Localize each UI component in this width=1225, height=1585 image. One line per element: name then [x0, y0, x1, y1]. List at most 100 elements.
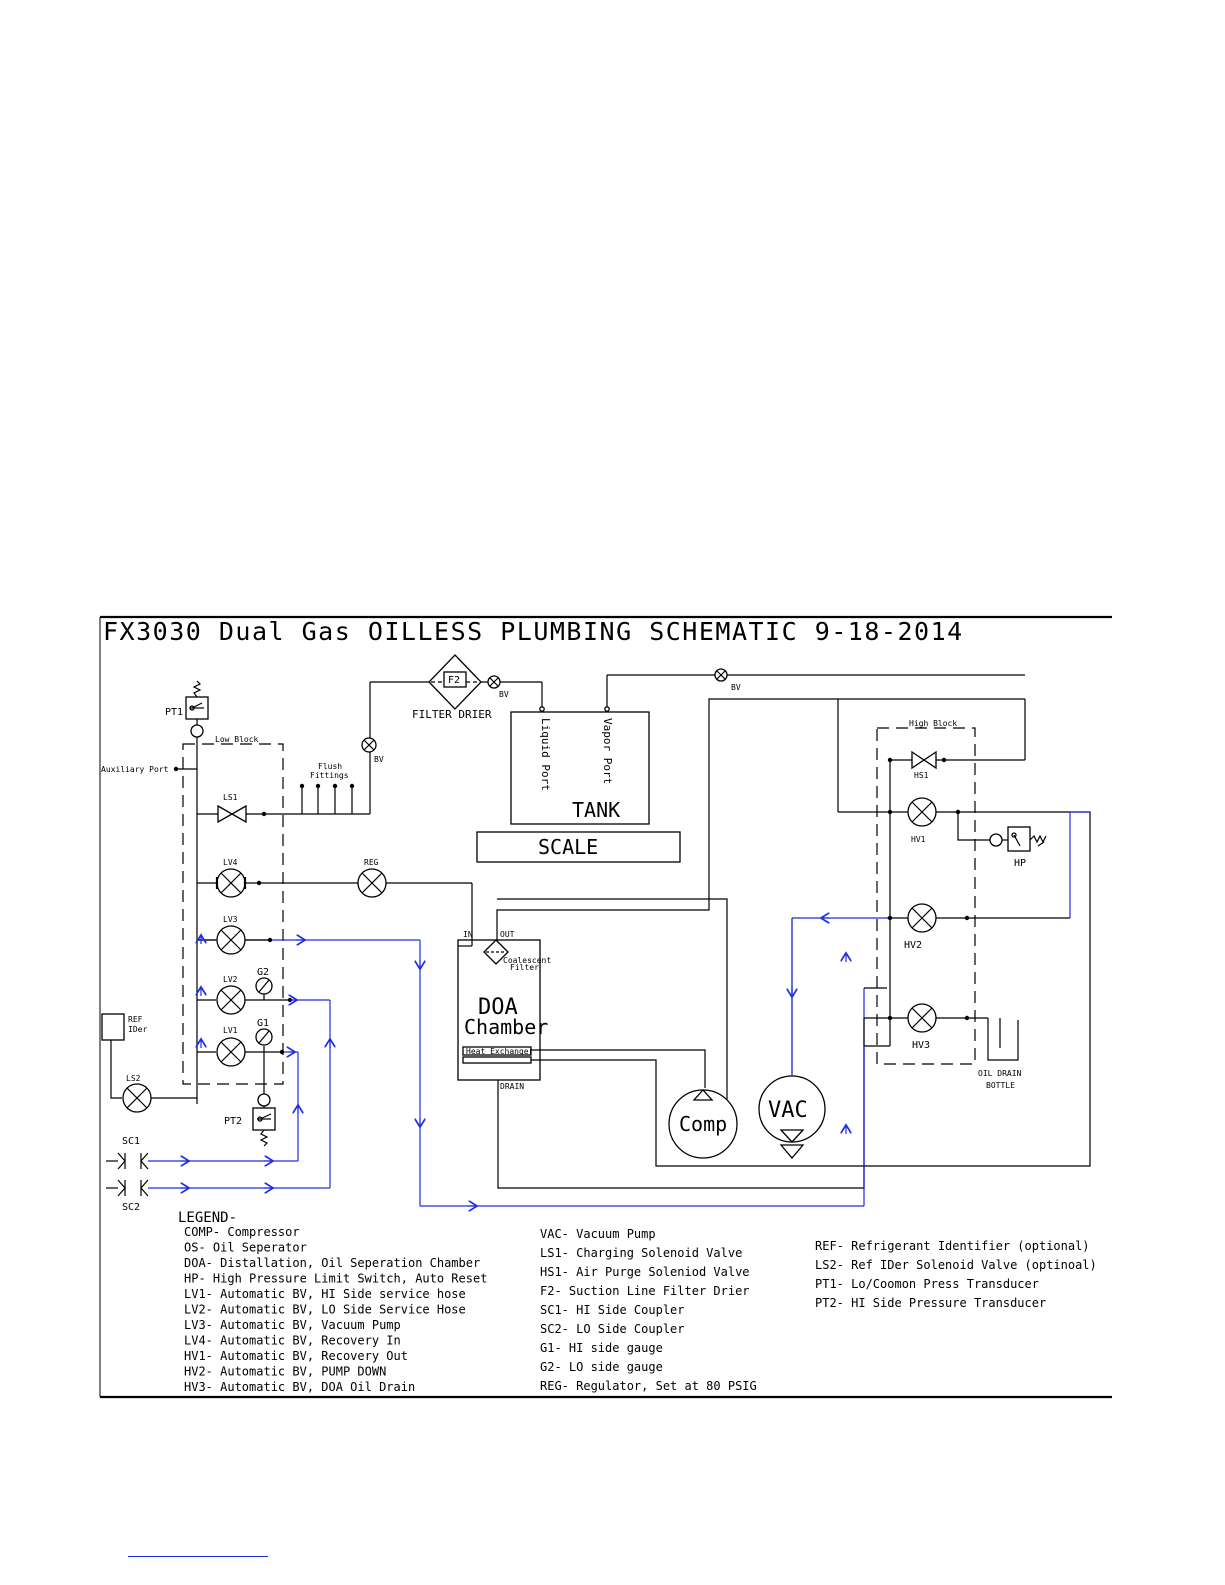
doa-chamber — [457, 939, 541, 1081]
liquid-port-label: Liquid Port — [539, 718, 552, 791]
tank — [510, 711, 650, 825]
hs1-label: HS1 — [914, 771, 929, 780]
coalescent-label-1: Coalescent — [503, 956, 551, 965]
coalescent-label-2: Filter — [510, 963, 539, 972]
g1-gauge — [255, 1028, 273, 1046]
legend-entry: HV2- Automatic BV, PUMP DOWN — [184, 1365, 386, 1379]
hv1-label: HV1 — [911, 835, 926, 844]
ls2-valve — [122, 1083, 152, 1113]
filter-drier-label: FILTER DRIER — [412, 708, 492, 721]
ref-label-2: IDer — [128, 1025, 147, 1034]
hp-limit-switch — [989, 826, 1047, 852]
legend-entry: G2- LO side gauge — [540, 1360, 663, 1374]
scale-label: SCALE — [538, 835, 598, 859]
legend-entry: F2- Suction Line Filter Drier — [540, 1284, 750, 1298]
low-block-boundary — [182, 743, 284, 1085]
sc1-label: SC1 — [122, 1136, 140, 1147]
sc2-label: SC2 — [122, 1202, 140, 1213]
legend-entry: HS1- Air Purge Soleniod Valve — [540, 1265, 750, 1279]
legend-entry: LV1- Automatic BV, HI Side service hose — [184, 1287, 466, 1301]
hs1-valve — [911, 750, 937, 770]
flush-label-2: Fittings — [310, 771, 349, 780]
pt2-label: PT2 — [224, 1116, 242, 1127]
out-label: OUT — [500, 930, 515, 939]
compressor — [668, 1089, 738, 1159]
legend-entry: SC2- LO Side Coupler — [540, 1322, 685, 1336]
legend-entry: PT1- Lo/Coomon Press Transducer — [815, 1277, 1039, 1291]
g2-gauge — [255, 977, 273, 995]
vac-label: VAC — [768, 1098, 808, 1123]
hv3-label: HV3 — [912, 1040, 930, 1051]
pt1-label: PT1 — [165, 707, 183, 718]
ls2-label: LS2 — [126, 1074, 141, 1083]
legend-entry: VAC- Vacuum Pump — [540, 1227, 656, 1241]
lv3-valve — [216, 925, 246, 955]
legend-entry: SC1- HI Side Coupler — [540, 1303, 685, 1317]
doa-label-2: Chamber — [464, 1015, 548, 1039]
legend-entry: LV2- Automatic BV, LO Side Service Hose — [184, 1303, 466, 1317]
vapor-port-label: Vapor Port — [601, 718, 614, 784]
legend-entry: REG- Regulator, Set at 80 PSIG — [540, 1379, 757, 1393]
hv2-label: HV2 — [904, 940, 922, 951]
schematic-title: FX3030 Dual Gas OILLESS PLUMBING SCHEMAT… — [103, 617, 964, 646]
high-block-boundary — [876, 727, 976, 1065]
bv-right-label: BV — [731, 683, 741, 692]
scale — [476, 831, 681, 863]
ls1-valve — [217, 804, 247, 824]
bv-left-valve — [361, 737, 377, 753]
legend-column-3: REF- Refrigerant Identifier (optional) LS… — [815, 1239, 1097, 1310]
footer-link-underline — [128, 1556, 268, 1557]
ref-label-1: REF — [128, 1015, 143, 1024]
bv-right-valve — [714, 668, 728, 682]
reg-regulator — [357, 868, 387, 898]
hv2-valve — [907, 903, 937, 933]
legend-entry: COMP- Compressor — [184, 1225, 300, 1239]
flow-arrows-left — [180, 936, 846, 1206]
legend-entry: DOA- Distallation, Oil Seperation Chambe… — [184, 1256, 480, 1270]
g2-label: G2 — [257, 967, 269, 978]
low-block-label: Low Block — [215, 735, 259, 744]
ref-ider — [101, 1013, 125, 1041]
lv3-label: LV3 — [223, 915, 238, 924]
legend-heading: LEGEND- — [178, 1210, 237, 1226]
legend-entry: REF- Refrigerant Identifier (optional) — [815, 1239, 1090, 1253]
pt1-transducer — [185, 680, 209, 738]
ls1-label: LS1 — [223, 793, 238, 802]
hp-label: HP — [1014, 858, 1026, 869]
tank-label: TANK — [572, 798, 620, 822]
lv2-valve — [216, 985, 246, 1015]
drain-label: DRAIN — [500, 1082, 524, 1091]
high-block-label: High Block — [909, 719, 957, 728]
legend-entry: PT2- HI Side Pressure Transducer — [815, 1296, 1046, 1310]
legend-entry: LS2- Ref IDer Solenoid Valve (optinoal) — [815, 1258, 1097, 1272]
f2-filter-drier — [428, 654, 482, 710]
legend-entry: LV3- Automatic BV, Vacuum Pump — [184, 1318, 401, 1332]
lv4-label: LV4 — [223, 858, 238, 867]
sc2-coupler — [106, 1179, 149, 1197]
legend-entry: LS1- Charging Solenoid Valve — [540, 1246, 742, 1260]
lv1-valve — [216, 1037, 246, 1067]
coalescent-filter — [483, 939, 509, 965]
in-label: IN — [463, 930, 473, 939]
legend-entry: HV1- Automatic BV, Recovery Out — [184, 1349, 408, 1363]
bv-left-label: BV — [374, 755, 384, 764]
flush-fittings — [299, 783, 355, 814]
bv-mid-label: BV — [499, 690, 509, 699]
legend-entry: HP- High Pressure Limit Switch, Auto Res… — [184, 1272, 487, 1286]
lv1-label: LV1 — [223, 1026, 238, 1035]
flush-label-1: Flush — [318, 762, 342, 771]
bv-mid-valve — [487, 675, 501, 689]
legend-entry: LV4- Automatic BV, Recovery In — [184, 1334, 401, 1348]
auxiliary-port-label: Auxiliary Port — [101, 765, 169, 774]
f2-label: F2 — [448, 675, 460, 686]
g1-label: G1 — [257, 1018, 269, 1029]
oil-drain-label-1: OIL DRAIN — [978, 1069, 1022, 1078]
legend-entry: G1- HI side gauge — [540, 1341, 663, 1355]
reg-label: REG — [364, 858, 379, 867]
doa-label-1: DOA — [478, 995, 518, 1020]
heat-exchanger-2 — [462, 1056, 532, 1064]
lv4-valve — [215, 868, 247, 898]
